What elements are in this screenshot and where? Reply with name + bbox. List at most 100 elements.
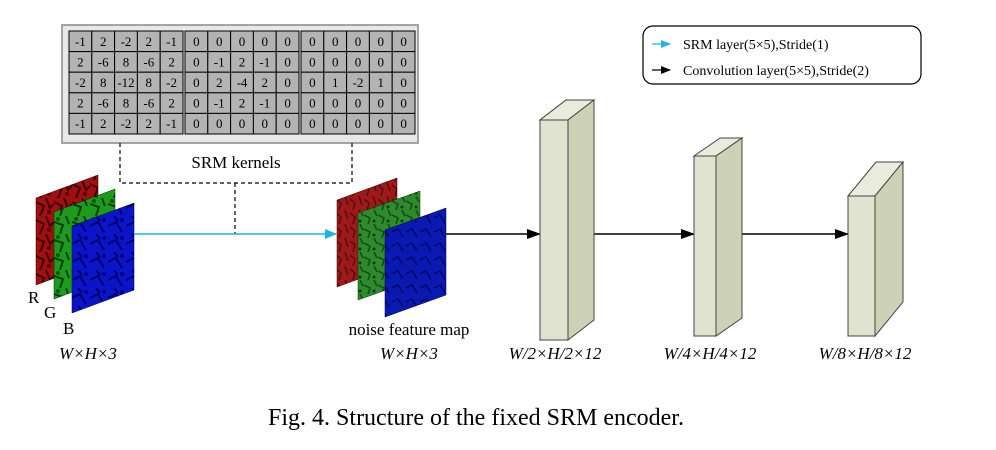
- kernel-cell-value: -2: [121, 116, 132, 131]
- kernel-cell-value: 0: [309, 75, 316, 90]
- noise-channel-blue: [384, 207, 447, 318]
- kernel-cell-value: 0: [284, 54, 291, 69]
- kernel-cell-value: 0: [262, 116, 269, 131]
- kernel-cell-value: -12: [117, 75, 134, 90]
- kernel-cell-value: -6: [98, 54, 109, 69]
- input-channel-blue: [71, 202, 135, 314]
- kernel-cell-value: 2: [168, 96, 175, 111]
- srm-kernels-label: SRM kernels: [191, 153, 280, 172]
- block1-dims-label: W/2×H/2×12: [509, 344, 602, 363]
- input-dims-label: W×H×3: [59, 344, 117, 363]
- kernel-cell-value: 0: [332, 54, 339, 69]
- kernel-cell-value: 2: [146, 116, 153, 131]
- kernel-cell-value: -2: [353, 75, 364, 90]
- feature-block-1: [538, 98, 596, 342]
- kernel-cell-value: 0: [239, 116, 246, 131]
- kernel-cell-value: 0: [378, 54, 385, 69]
- kernel-cell: [391, 112, 416, 135]
- kernel-cell-value: 0: [193, 116, 200, 131]
- kernel-cell-value: 0: [216, 116, 223, 131]
- kernel-cell-value: 0: [332, 96, 339, 111]
- kernel-cell: [159, 112, 184, 135]
- block2-dims-label: W/4×H/4×12: [664, 344, 757, 363]
- kernel-cell-value: -1: [214, 54, 225, 69]
- channel-label-b: B: [63, 319, 74, 338]
- kernel-cell: [275, 112, 300, 135]
- feature-block-3: [846, 160, 905, 338]
- kernel-cell-value: 0: [400, 54, 407, 69]
- kernel-cell-value: 0: [284, 116, 291, 131]
- kernel-cell-value: 0: [309, 54, 316, 69]
- kernel-cell-value: 2: [100, 116, 107, 131]
- kernel-cell-value: -2: [75, 75, 86, 90]
- kernel-cell-value: -1: [75, 116, 86, 131]
- kernel-cell-value: 0: [239, 34, 246, 49]
- kernel-cell-value: 2: [77, 96, 84, 111]
- kernel-cell-value: 0: [309, 116, 316, 131]
- kernel-cell-value: -6: [143, 96, 154, 111]
- noise-dims-label: W×H×3: [380, 344, 438, 363]
- noise-feature-map-stack: [336, 177, 447, 318]
- kernel-cell-value: 8: [146, 75, 153, 90]
- kernel-cell-value: 0: [355, 34, 362, 49]
- legend-srm-label: SRM layer(5×5),Stride(1): [683, 38, 829, 53]
- figure-caption: Fig. 4. Structure of the fixed SRM encod…: [268, 405, 684, 431]
- kernel-cell-value: 1: [332, 75, 339, 90]
- kernel-cell-value: 1: [378, 75, 385, 90]
- kernel-cell-value: -6: [143, 54, 154, 69]
- legend: SRM layer(5×5),Stride(1) Convolution lay…: [642, 25, 922, 85]
- kernel-cell-value: 2: [146, 34, 153, 49]
- kernel-cell-value: -1: [259, 54, 270, 69]
- kernel-cell-value: -1: [166, 116, 177, 131]
- kernel-cell-value: 0: [193, 96, 200, 111]
- kernel-cell-value: 0: [309, 34, 316, 49]
- kernel-cell-value: 0: [216, 34, 223, 49]
- kernel-cell-value: -1: [214, 96, 225, 111]
- kernel-cell-value: 0: [355, 54, 362, 69]
- channel-label-g: G: [44, 303, 56, 322]
- kernel-cell-value: -1: [75, 34, 86, 49]
- kernel-cell-value: 0: [284, 96, 291, 111]
- kernel-cell-value: 0: [262, 34, 269, 49]
- kernel-cell-value: -4: [237, 75, 248, 90]
- kernel-cell-value: 2: [216, 75, 223, 90]
- kernel-cell-value: 0: [309, 96, 316, 111]
- kernel-cell-value: 0: [400, 96, 407, 111]
- legend-conv-label: Convolution layer(5×5),Stride(2): [683, 64, 869, 79]
- kernel-cell-value: -1: [166, 34, 177, 49]
- srm-kernels-bracket: [119, 143, 353, 234]
- kernel-cell-value: 0: [284, 34, 291, 49]
- kernel-cell-value: 0: [378, 34, 385, 49]
- kernel-cell-value: 0: [193, 34, 200, 49]
- kernel-cell-value: 2: [239, 54, 246, 69]
- kernel-cell-value: 0: [355, 116, 362, 131]
- feature-block-2: [692, 137, 744, 337]
- kernel-cell-value: 0: [355, 96, 362, 111]
- noise-map-label: noise feature map: [349, 320, 470, 339]
- kernel-cell-value: 8: [123, 54, 130, 69]
- kernel-cell-value: 0: [193, 54, 200, 69]
- kernel-cell-value: 0: [284, 75, 291, 90]
- kernel-cell-value: 0: [400, 34, 407, 49]
- kernel-cell-value: 0: [378, 96, 385, 111]
- kernel-cell-value: -2: [166, 75, 177, 90]
- kernel-cell-value: 0: [332, 34, 339, 49]
- kernel-cell-value: 2: [168, 54, 175, 69]
- block3-dims-label: W/8×H/8×12: [819, 344, 912, 363]
- kernel-cell-value: 2: [239, 96, 246, 111]
- kernel-cell-value: 0: [400, 116, 407, 131]
- kernel-cell-value: 0: [378, 116, 385, 131]
- kernel-cell-value: 8: [123, 96, 130, 111]
- kernel-cell-value: 2: [262, 75, 269, 90]
- kernel-cell-value: 0: [332, 116, 339, 131]
- kernel-cell-value: 0: [400, 75, 407, 90]
- legend-box: [642, 25, 922, 85]
- input-image-stack: [35, 174, 135, 314]
- kernel-cell-value: -2: [121, 34, 132, 49]
